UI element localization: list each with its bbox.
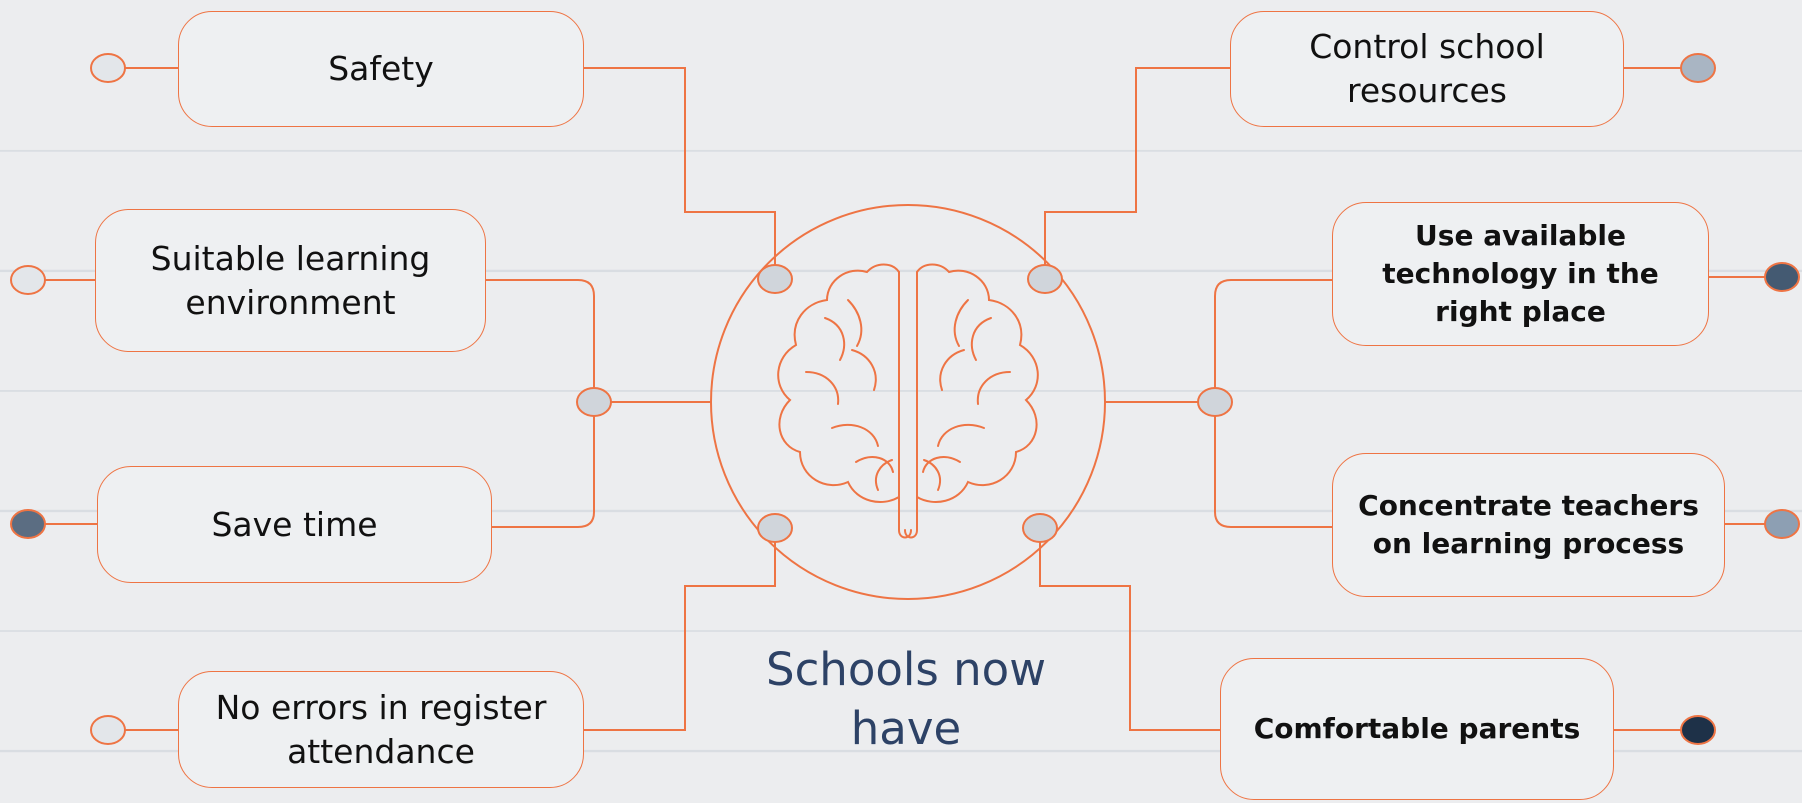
endpoint-dot-dark	[1764, 262, 1800, 292]
joint-dot	[576, 387, 612, 417]
connector-lines	[28, 67, 1782, 731]
connector-no-errors	[582, 528, 776, 731]
connector-safety	[582, 67, 776, 278]
node-save-time-label: Save time	[211, 504, 378, 544]
endpoint-dot-darkest	[1680, 715, 1716, 745]
node-use-technology-label: Use available technology in the right pl…	[1382, 219, 1659, 328]
connector-comfortable	[1039, 528, 1220, 731]
node-concentrate-teachers: Concentrate teachers on learning process	[1332, 453, 1725, 597]
endpoint-dot-dark	[10, 509, 46, 539]
node-comfortable-parents-label: Comfortable parents	[1253, 712, 1581, 745]
node-safety-label: Safety	[328, 49, 434, 88]
node-comfortable-parents: Comfortable parents	[1220, 658, 1614, 800]
node-no-errors: No errors in register attendance	[178, 671, 584, 788]
joint-dot	[1027, 264, 1063, 294]
connector-control	[1044, 67, 1230, 278]
node-no-errors-label: No errors in register attendance	[215, 687, 547, 771]
endpoint-dot-light	[10, 265, 46, 295]
joint-dot	[1197, 387, 1233, 417]
endpoint-dot-light	[90, 715, 126, 745]
node-suitable-learning-label: Suitable learning environment	[150, 238, 431, 322]
endpoint-dot-mid	[1680, 53, 1716, 83]
node-concentrate-teachers-label: Concentrate teachers on learning process	[1358, 489, 1699, 560]
brain-icon	[777, 263, 1039, 539]
node-safety: Safety	[178, 11, 584, 127]
endpoint-dot-mid	[1764, 509, 1800, 539]
node-save-time: Save time	[97, 466, 492, 583]
joint-dot	[757, 264, 793, 294]
node-use-technology: Use available technology in the right pl…	[1332, 202, 1709, 346]
endpoint-dots	[10, 53, 1800, 745]
node-suitable-learning: Suitable learning environment	[95, 209, 486, 352]
diagram-title: Schools now have	[766, 643, 1046, 755]
node-control-resources: Control school resources	[1230, 11, 1624, 127]
node-control-resources-label: Control school resources	[1309, 27, 1545, 110]
brain-circle	[710, 204, 1106, 600]
joint-dots	[576, 264, 1233, 543]
joint-dot	[1022, 513, 1058, 543]
endpoint-dot-light	[90, 53, 126, 83]
joint-dot	[757, 513, 793, 543]
